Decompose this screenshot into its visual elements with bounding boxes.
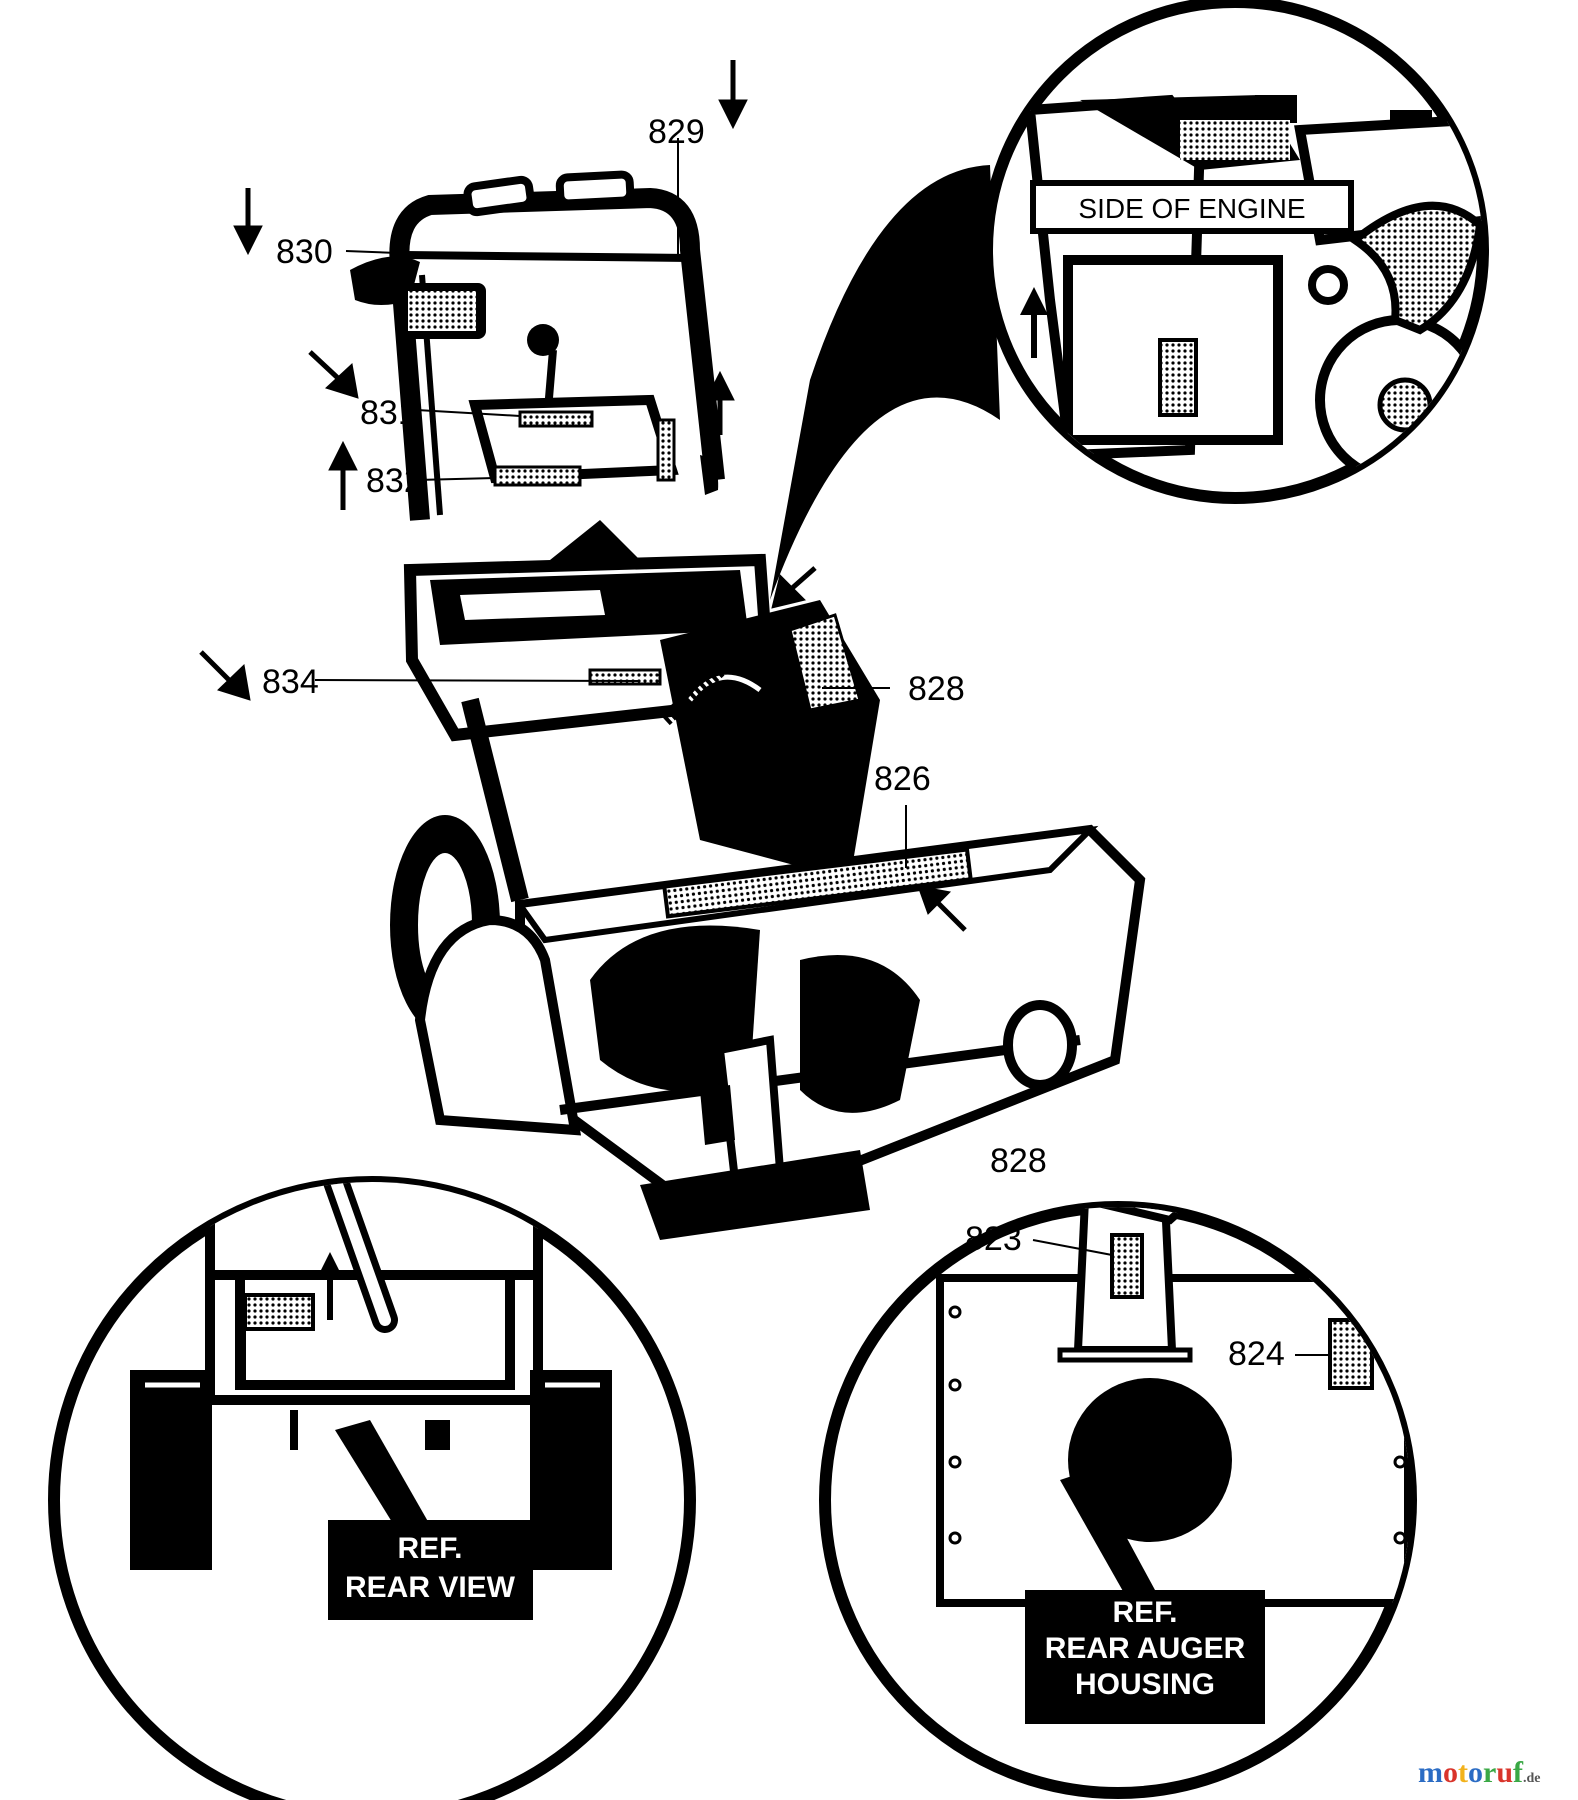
part-label-832: 832 [366,462,423,500]
wm-m: m [1418,1756,1443,1789]
part-label-829: 829 [648,113,705,151]
part-label-826: 826 [874,760,931,798]
leader-lines [314,138,907,868]
part-label-830: 830 [276,233,333,271]
wm-r: r [1483,1756,1496,1789]
part-label-824: 824 [1228,1335,1285,1373]
snowblower-drawing [350,170,1146,1240]
wm-f: f [1513,1756,1524,1789]
part-label-834: 834 [262,663,319,701]
wm-o2: o [1468,1756,1483,1789]
engine-callout-label: SIDE OF ENGINE [1078,193,1305,224]
wm-o1: o [1443,1756,1458,1789]
part-label-831: 831 [360,394,417,432]
part-label-823: 823 [965,1220,1022,1258]
watermark-logo: motoruf.de [1418,1756,1541,1789]
wm-de: .de [1523,1771,1541,1786]
arrow-down-829 [718,60,748,130]
part-label-828: 828 [908,670,965,708]
rear-view-label-line2: REAR VIEW [345,1571,516,1604]
auger-label-line1: REF. [1112,1596,1177,1629]
part-label-828-housing: 828 [990,1142,1047,1180]
wm-t: t [1458,1756,1468,1789]
auger-label-line2: REAR AUGER [1045,1632,1246,1665]
arrow-down-830 [233,188,263,256]
arrow-826 [917,885,967,932]
auger-housing-label-box [1025,1590,1265,1724]
arrow-up-engine [1020,287,1048,358]
arrow-up-832 [328,440,358,510]
arrow-831 [308,350,359,399]
arrow-chute [771,566,817,609]
engine-callout-box [1030,180,1354,234]
rear-view-drawing [130,1182,612,1570]
auger-housing-drawing [936,1207,1411,1607]
rear-view-label-line1: REF. [397,1532,462,1565]
arrow-834 [199,650,251,701]
rear-view-label-box [328,1520,533,1620]
arrow-up-rear [316,1252,344,1320]
arrows [199,60,967,932]
auger-label-line3: HOUSING [1075,1668,1215,1701]
engine-callout-pointer [770,165,1000,600]
wm-u: u [1496,1756,1513,1789]
arrow-up-dash [705,370,735,435]
